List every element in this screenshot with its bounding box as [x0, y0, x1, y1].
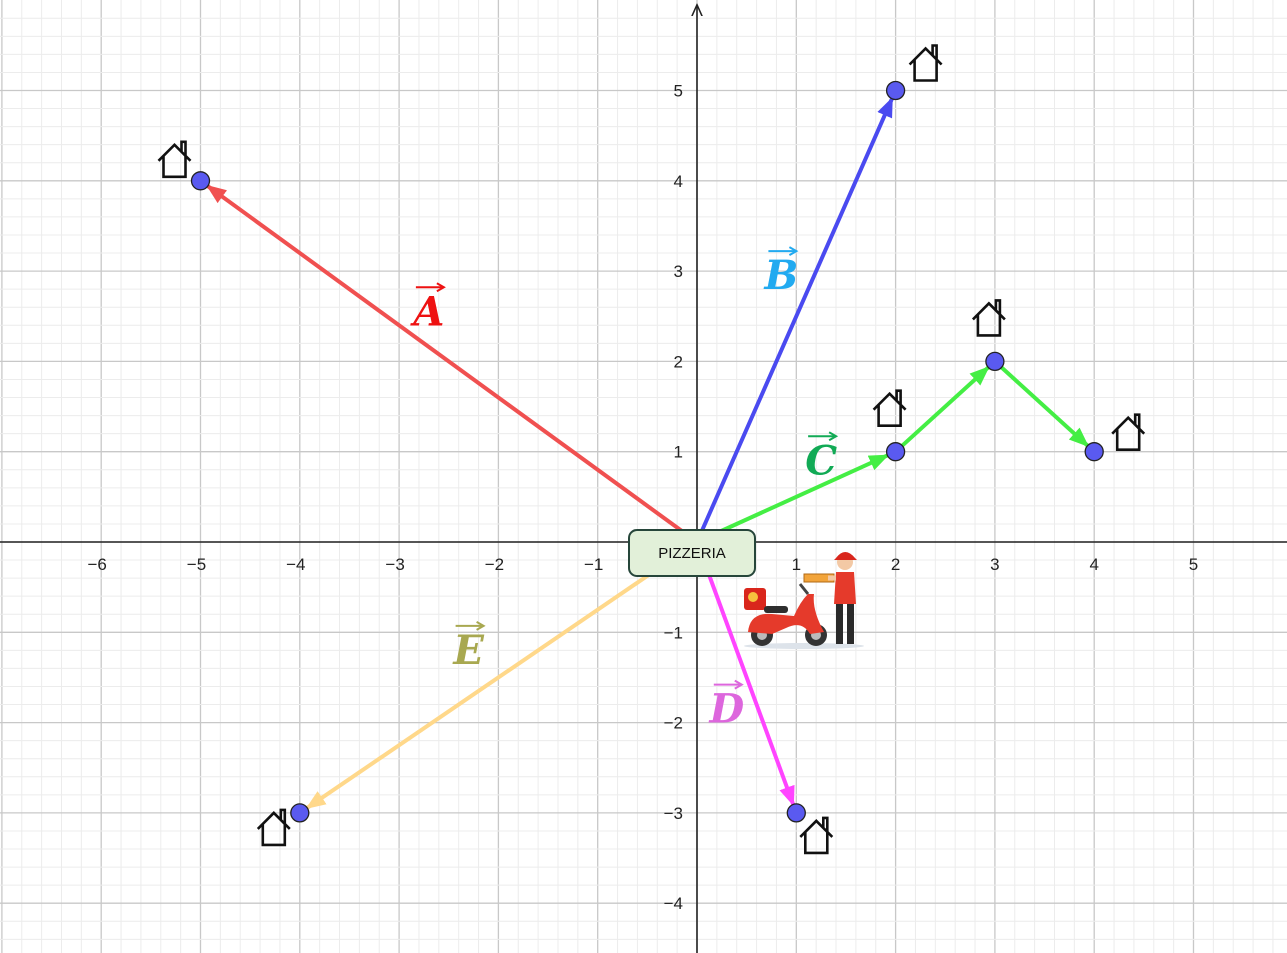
- courier-cap: [834, 552, 857, 560]
- vector-A: [205, 184, 699, 544]
- house-icon: [971, 299, 1006, 337]
- pizzeria-label: PIZZERIA: [628, 529, 756, 577]
- vector-arrow-accent: [828, 431, 839, 442]
- vectors: [205, 96, 1090, 810]
- y-tick-label: −2: [664, 714, 683, 733]
- point-marker: [786, 803, 806, 823]
- courier-leg: [836, 604, 843, 644]
- courier-leg: [847, 604, 854, 644]
- x-tick-label: −5: [187, 555, 206, 574]
- shadow: [744, 643, 864, 649]
- vector-arrow-accent: [788, 246, 799, 257]
- vector-C: [992, 359, 1090, 448]
- vector-label-C: C: [805, 437, 837, 484]
- x-tick-label: 3: [990, 555, 999, 574]
- house-icon: [872, 389, 907, 428]
- vector-arrow-accent: [476, 621, 486, 631]
- house-outline: [1111, 413, 1146, 452]
- x-tick-label: −3: [385, 555, 404, 574]
- y-tick-label: −3: [664, 804, 683, 823]
- x-tick-label: −2: [485, 555, 504, 574]
- house-outline: [971, 299, 1006, 337]
- house-outline: [157, 140, 192, 179]
- vector-label-B: B: [763, 252, 798, 299]
- scooter-seat: [764, 606, 788, 613]
- vector-arrow-accent: [436, 282, 446, 293]
- courier-shirt: [834, 572, 856, 604]
- y-tick-label: −1: [664, 623, 683, 642]
- vector-B: [695, 96, 894, 544]
- point-marker: [190, 171, 211, 191]
- vector-labels: A B C D E: [409, 246, 839, 733]
- delivery-scooter-icon: [744, 552, 864, 649]
- point-marker: [885, 442, 906, 462]
- vector-C: [893, 365, 991, 454]
- house-outline: [908, 44, 943, 82]
- x-tick-label: 1: [792, 555, 801, 574]
- house-icon: [1111, 413, 1146, 452]
- tick-labels: −6 −5 −4 −3 −2 −1 1 2 3 4 5 −4 −3 −2 −1 1 2 3 4 5: [88, 82, 1199, 914]
- house-icon: [908, 44, 943, 82]
- scooter-body: [748, 594, 824, 634]
- vector-label-A: A: [409, 288, 444, 335]
- house-icon: [256, 808, 291, 847]
- y-tick-label: 3: [674, 262, 683, 281]
- vector-label-D: D: [708, 686, 744, 733]
- x-tick-label: −4: [286, 555, 305, 574]
- point-marker: [985, 351, 1005, 372]
- delivery-box-logo: [748, 592, 758, 602]
- house-icon: [157, 140, 192, 179]
- x-tick-label: −6: [88, 555, 107, 574]
- y-tick-label: 4: [674, 172, 683, 191]
- x-tick-label: 5: [1189, 555, 1198, 574]
- y-tick-label: 2: [674, 352, 683, 371]
- house-icon: [799, 816, 834, 855]
- vector-E: [305, 540, 699, 810]
- y-tick-label: −4: [664, 894, 683, 913]
- vector-arrow-accent: [734, 679, 744, 690]
- points: [190, 80, 1104, 823]
- house-outline: [872, 389, 907, 428]
- x-tick-label: −1: [584, 555, 603, 574]
- vector-C: [695, 453, 890, 544]
- scooter-handlebar: [798, 583, 810, 595]
- point-marker: [290, 803, 310, 823]
- point-marker: [885, 80, 906, 101]
- house-outline: [256, 808, 291, 847]
- vector-D: [695, 540, 796, 807]
- x-tick-label: 4: [1089, 555, 1098, 574]
- vector-label-E: E: [452, 627, 484, 674]
- house-outline: [799, 816, 834, 855]
- point-marker: [1084, 442, 1104, 462]
- y-tick-label: 1: [674, 443, 683, 462]
- x-tick-label: 2: [891, 555, 900, 574]
- y-tick-label: 5: [674, 82, 683, 101]
